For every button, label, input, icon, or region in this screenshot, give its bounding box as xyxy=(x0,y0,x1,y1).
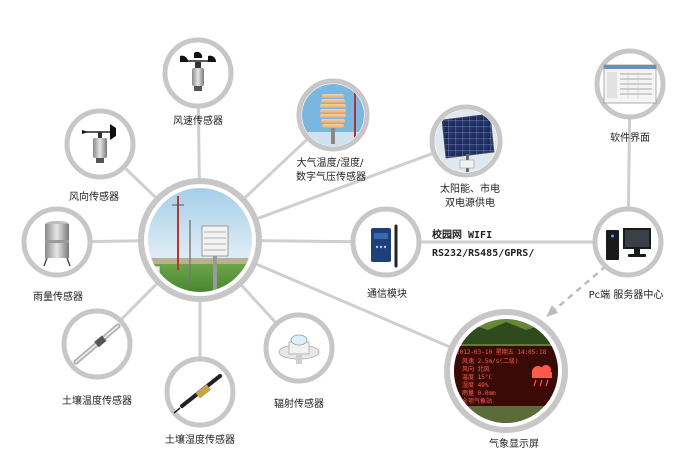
wind-direction-label: 风向传感器 xyxy=(69,190,119,203)
network-line1: 校园网 WIFI xyxy=(432,228,492,241)
pyranometer-icon xyxy=(278,334,320,364)
dashed-link xyxy=(551,265,607,313)
dashed-arrow-head xyxy=(546,305,558,317)
radiation-shield-icon xyxy=(320,94,346,144)
moisture-probe-icon xyxy=(173,374,222,414)
solar-label-line1: 太阳能、市电 xyxy=(440,182,500,195)
wind-vane-icon xyxy=(82,124,116,163)
center-station-node xyxy=(138,178,262,302)
desktop-computer-icon xyxy=(606,228,651,260)
soil-moisture-node xyxy=(164,356,236,428)
lcd-line-3: 风向 北风 xyxy=(462,365,490,373)
software-label: 软件界面 xyxy=(610,131,650,144)
modem-icon xyxy=(371,224,398,268)
rain-node xyxy=(21,206,93,278)
rain-gauge-icon xyxy=(43,221,71,267)
wind-speed-node xyxy=(162,37,234,109)
soil-moisture-label: 土壤湿度传感器 xyxy=(165,433,235,446)
network-line2: RS232/RS485/GPRS/ xyxy=(432,248,534,259)
software-node xyxy=(594,48,666,120)
software-window-icon xyxy=(603,64,657,104)
pc-node xyxy=(592,206,664,278)
lcd-footer: 全项气象站 xyxy=(462,397,492,405)
weather-cloud-icon xyxy=(532,365,552,387)
comm-node xyxy=(350,206,422,278)
atmos-label-line2: 数字气压传感器 xyxy=(296,170,366,183)
lcd-line-4: 温度 15°C xyxy=(462,373,492,381)
solar-label-line2: 双电源供电 xyxy=(445,196,495,209)
comm-label: 通信模块 xyxy=(367,288,407,300)
solar-node xyxy=(429,104,503,178)
pc-label: Pc端 服务器中心 xyxy=(589,288,664,301)
atmos-node xyxy=(296,78,370,152)
wind-speed-label: 风速传感器 xyxy=(173,114,223,127)
display-label: 气象显示屏 xyxy=(489,437,539,450)
display-node: 2012-03-10 星期五 14:05:18 风速 2.5m/s(二级) 风向… xyxy=(444,309,568,433)
solar-panel-icon xyxy=(441,113,495,172)
lcd-line-5: 湿度 49% xyxy=(462,381,489,389)
soil-temp-node xyxy=(61,308,133,380)
radiation-node xyxy=(263,312,335,384)
rain-label: 雨量传感器 xyxy=(33,290,83,303)
wind-direction-node xyxy=(64,108,136,180)
soil-probe-icon xyxy=(73,323,121,365)
lcd-line-2: 风速 2.5m/s(二级) xyxy=(462,357,519,365)
radiation-label: 辐射传感器 xyxy=(274,397,324,410)
lcd-line-6: 雨量 0.0mm xyxy=(462,390,496,397)
atmos-label-line1: 大气温度/湿度/ xyxy=(297,156,364,169)
anemometer-icon xyxy=(180,51,217,91)
soil-temp-label: 土壤温度传感器 xyxy=(62,394,132,407)
lcd-line-1: 2012-03-10 星期五 14:05:18 xyxy=(456,348,547,356)
